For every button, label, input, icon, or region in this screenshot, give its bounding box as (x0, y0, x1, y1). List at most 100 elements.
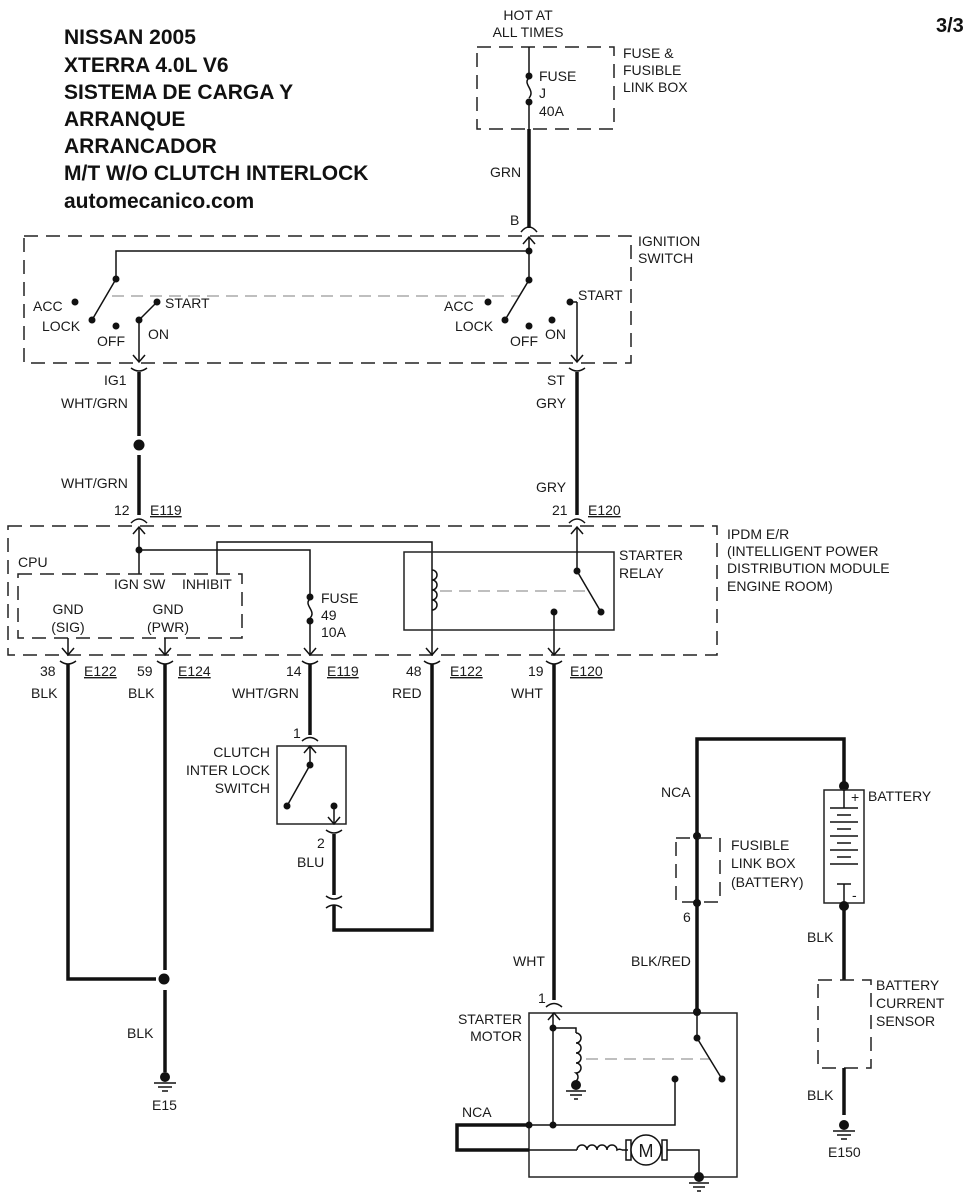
cpu-label: CPU (18, 554, 48, 570)
junction-dot (549, 1121, 557, 1129)
contact-acc-right (484, 298, 492, 306)
wire-solenoid-coil-top (553, 1027, 577, 1033)
connector-e120-out: E120 (570, 663, 603, 679)
connector-e119-out: E119 (327, 663, 359, 679)
label-lock-right: LOCK (455, 318, 494, 334)
starter-label-2: MOTOR (470, 1028, 522, 1044)
diagram-title: NISSAN 2005 XTERRA 4.0L V6 SISTEMA DE CA… (64, 26, 368, 213)
fuse-j-label-2: J (539, 85, 546, 101)
battery-cells-icon (830, 790, 858, 903)
wire-label-59: BLK (128, 685, 155, 701)
wire-label-ig1: WHT/GRN (61, 395, 128, 411)
starter-label-1: STARTER (458, 1011, 522, 1027)
fuse-49-icon (307, 598, 313, 619)
cpu-gnd-pwr-label-1: GND (152, 601, 183, 617)
pin-59-label: 59 (137, 663, 153, 679)
battery-minus-label: - (852, 887, 857, 903)
fuse-j-terminal-top (525, 72, 533, 80)
starter-pin-1: 1 (538, 990, 546, 1006)
pin-38-arrow (61, 647, 75, 657)
wire-label-blu: BLU (297, 854, 324, 870)
label-off-left: OFF (97, 333, 125, 349)
battery-plus-label: + (851, 789, 859, 805)
cpu-inhibit-label: INHIBIT (182, 576, 232, 592)
splice-dot (133, 439, 145, 451)
st-arrow (570, 354, 584, 364)
page-indicator: 3/3 (936, 15, 964, 37)
pin-48-arrow (425, 647, 439, 657)
connector-12-icon (130, 518, 148, 524)
label-start-right: START (578, 287, 623, 303)
clutch-pin-1: 1 (293, 725, 301, 741)
pin-21-label: 21 (552, 502, 568, 518)
fuse-j-icon (526, 77, 532, 99)
fuse-j-label-3: 40A (539, 103, 565, 119)
hot-label-2: ALL TIMES (493, 24, 564, 40)
contact-acc-left (71, 298, 79, 306)
connector-48-icon (423, 660, 441, 665)
title-line-3: SISTEMA DE CARGA Y (64, 81, 293, 104)
fuse-j-label-1: FUSE (539, 68, 576, 84)
connector-starter-1-icon (545, 1002, 563, 1008)
inline-connector-top-icon (325, 895, 343, 900)
wire-label-splice: WHT/GRN (61, 475, 128, 491)
wire-solenoid-to-bus (529, 1079, 676, 1126)
pin-48-label: 48 (406, 663, 422, 679)
solenoid-coil-icon (573, 1032, 582, 1082)
label-acc-right: ACC (444, 298, 474, 314)
pin-14-arrow (303, 647, 317, 657)
solenoid-switch-blade (696, 1037, 723, 1080)
wire-label-19: WHT (511, 685, 543, 701)
wire-label-38: BLK (31, 685, 58, 701)
clutch-contact-open (283, 802, 291, 810)
title-line-4: ARRANQUE (64, 108, 185, 131)
motor-icon (625, 1134, 668, 1166)
relay-switch-blade (576, 570, 602, 613)
splice-ground (158, 973, 170, 985)
fuse-box-label-2: FUSIBLE (623, 62, 681, 78)
fuse-box-label-3: LINK BOX (623, 79, 688, 95)
contact-lock-right (501, 316, 509, 324)
battery-label: BATTERY (868, 788, 932, 804)
connector-e122-b: E122 (450, 663, 483, 679)
ipdm-label-2: (INTELLIGENT POWER (727, 543, 878, 559)
cpu-gnd-sig-label-1: GND (52, 601, 83, 617)
ground-e150-icon (833, 1120, 855, 1140)
connector-clutch-1-icon (301, 736, 319, 742)
current-sensor-outline (817, 979, 872, 1069)
ipdm-label-3: DISTRIBUTION MODULE (727, 560, 890, 576)
pin-59-arrow (158, 647, 172, 657)
contact-on-right (548, 316, 556, 324)
ipdm-label-4: ENGINE ROOM) (727, 578, 833, 594)
pin-14-label: 14 (286, 663, 302, 679)
label-lock-left: LOCK (42, 318, 81, 334)
clutch-label-2: INTER LOCK (186, 762, 271, 778)
connector-b-icon (520, 226, 538, 233)
connector-59-icon (156, 660, 174, 665)
starter-relay-label-2: RELAY (619, 565, 665, 581)
label-acc-left: ACC (33, 298, 63, 314)
starter-relay-label-1: STARTER (619, 547, 683, 563)
solenoid-ground-icon (566, 1080, 586, 1100)
relay-contact-nc (597, 608, 605, 616)
starter-relay-outline (403, 551, 615, 631)
wire-label-14: WHT/GRN (232, 685, 299, 701)
ignition-switch-label-2: SWITCH (638, 250, 693, 266)
clutch-switch-blade (286, 764, 311, 807)
wire-label-grn: GRN (490, 164, 521, 180)
connector-clutch-2-icon (325, 829, 343, 834)
wire-label-st: GRY (536, 395, 567, 411)
wire-label-sensor-blk: BLK (807, 1087, 834, 1103)
connector-e120-in: E120 (588, 502, 621, 518)
pin-19-label: 19 (528, 663, 544, 679)
connector-21-icon (568, 518, 586, 524)
connector-19-icon (545, 660, 563, 665)
ground-e150-label: E150 (828, 1144, 861, 1160)
connector-e119-in: E119 (150, 502, 182, 518)
wire-38-blk (66, 664, 156, 981)
fuse-49-label-3: 10A (321, 624, 347, 640)
wire-to-fuse-49 (139, 549, 311, 596)
ground-e15-icon (154, 1072, 176, 1092)
switch-blade-right (504, 279, 530, 321)
